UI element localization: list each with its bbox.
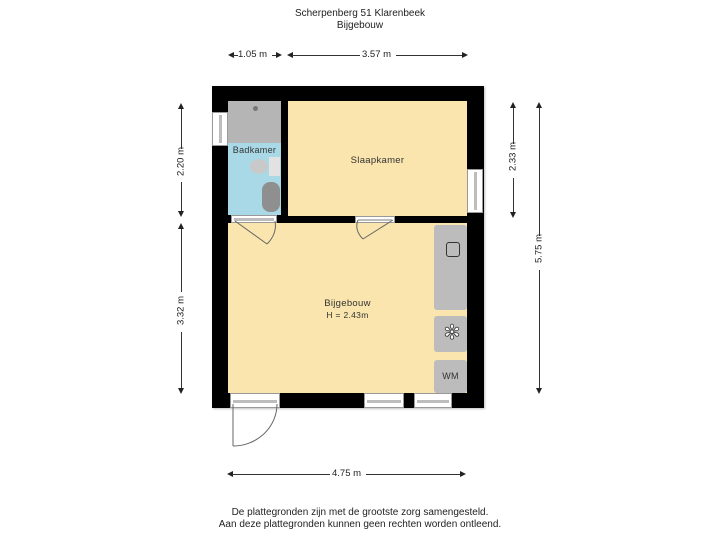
dimension-label: 1.05 m — [238, 49, 268, 60]
dimension-line — [513, 178, 514, 212]
dimension-line — [181, 332, 182, 388]
dimension-line — [272, 55, 276, 56]
window-right-slaapkamer — [467, 169, 483, 213]
arrow-down-icon — [178, 388, 184, 394]
toilet-bowl-icon — [250, 159, 268, 174]
dimension-line — [232, 474, 330, 475]
window-left-badkamer — [212, 112, 228, 146]
dimension-line — [366, 474, 460, 475]
dimension-label: 2.33 m — [507, 141, 519, 172]
arrow-left-icon — [287, 52, 293, 58]
dimension-line — [539, 108, 540, 236]
dimension-label: 2.20 m — [175, 146, 187, 177]
sink-icon — [262, 182, 280, 212]
arrow-up-icon — [536, 102, 542, 108]
room-label-badkamer: Badkamer — [232, 145, 277, 155]
dimension-line — [292, 55, 360, 56]
fan-icon: ✻ — [443, 322, 461, 345]
dimension-label: 3.57 m — [362, 49, 392, 60]
arrow-up-icon — [178, 103, 184, 109]
badkamer-door[interactable] — [231, 215, 277, 223]
arrow-right-icon — [460, 471, 466, 477]
washing-machine — [434, 360, 467, 393]
arrow-down-icon — [510, 212, 516, 218]
disclaimer-line-1: De plattegronden zijn met de grootste zo… — [231, 507, 489, 518]
room-height: H = 2.43m — [326, 310, 369, 320]
door-swing-icon — [234, 220, 276, 245]
dimension-label: 3.32 m — [175, 295, 187, 326]
room-slaapkamer[interactable] — [288, 101, 467, 216]
dimension-line — [181, 229, 182, 292]
arrow-down-icon — [536, 388, 542, 394]
address: Scherpenberg 51 Klarenbeek — [294, 8, 426, 19]
window-bottom-1 — [364, 393, 404, 408]
door-swing-icon — [232, 403, 278, 447]
arrow-left-icon — [227, 471, 233, 477]
slaapkamer-door[interactable] — [355, 216, 395, 223]
arrow-left-icon — [228, 52, 234, 58]
entrance-door[interactable] — [230, 393, 280, 408]
room-label-bijgebouw: Bijgebouw — [324, 298, 371, 309]
dimension-label: 4.75 m — [332, 468, 362, 479]
toilet-tank-icon — [269, 157, 280, 176]
window-bottom-2 — [414, 393, 452, 408]
arrow-right-icon — [462, 52, 468, 58]
plan-title: Scherpenberg 51 Klarenbeek Bijgebouw — [0, 8, 720, 32]
subtitle: Bijgebouw — [336, 20, 384, 31]
disclaimer: De plattegronden zijn met de grootste zo… — [0, 507, 720, 531]
arrow-up-icon — [178, 223, 184, 229]
arrow-up-icon — [510, 102, 516, 108]
shower-head-icon — [253, 106, 258, 111]
room-label-slaapkamer: Slaapkamer — [350, 155, 405, 166]
stove — [434, 316, 467, 352]
dimension-line — [181, 182, 182, 211]
door-swing-icon — [356, 219, 394, 240]
room-bijgebouw[interactable] — [228, 223, 467, 393]
dimension-line — [396, 55, 462, 56]
arrow-right-icon — [276, 52, 282, 58]
dimension-line — [181, 109, 182, 149]
dimension-line — [513, 108, 514, 144]
kitchen-sink-icon — [446, 242, 460, 257]
disclaimer-line-2: Aan deze plattegronden kunnen geen recht… — [218, 519, 502, 530]
arrow-down-icon — [178, 211, 184, 217]
dimension-line — [232, 55, 238, 56]
washing-machine-label: WM — [442, 371, 459, 381]
dimension-label: 5.75 m — [533, 233, 545, 264]
kitchen-counter — [434, 225, 467, 310]
dimension-line — [539, 270, 540, 388]
